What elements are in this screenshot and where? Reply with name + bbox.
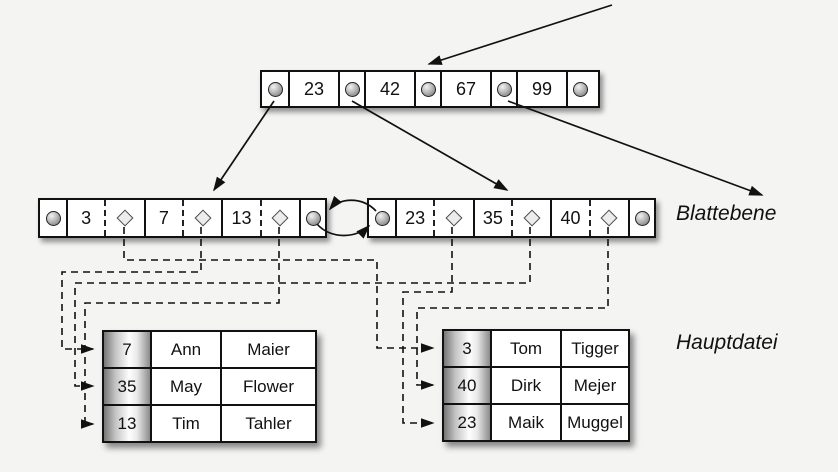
sibling-pointer-slot <box>369 200 395 236</box>
child-pointer-slot <box>414 72 440 106</box>
leaf-entry: 3 <box>66 200 144 236</box>
leaf-node-left: 3 7 13 <box>38 198 327 238</box>
record-pointer-slot <box>259 200 299 236</box>
table-row: 7 Ann Maier <box>104 332 315 367</box>
leaf-entry: 13 <box>221 200 299 236</box>
sibling-pointer-slot <box>628 200 654 236</box>
record-key: 7 <box>104 332 152 367</box>
main-file-label: Hauptdatei <box>676 331 778 354</box>
pointer-circle-icon <box>374 210 390 226</box>
leaf-node-right: 23 35 40 <box>367 198 656 238</box>
leaf-entry: 23 <box>395 200 473 236</box>
record-name: Dirk <box>492 368 562 403</box>
leaf-entry: 35 <box>472 200 551 236</box>
pointer-circle-icon <box>267 81 283 97</box>
record-key: 23 <box>444 405 492 440</box>
record-surname: Flower <box>242 376 294 396</box>
root-key: 99 <box>516 72 566 106</box>
child-pointer-slot <box>566 72 592 106</box>
record-pointer-diamond-icon <box>523 209 541 227</box>
record-pointer-slot <box>433 200 472 236</box>
leaf-key: 13 <box>231 207 252 228</box>
child-pointer-slot <box>490 72 516 106</box>
leaf-key: 40 <box>560 207 581 228</box>
record-table-left: 7 Ann Maier 35 May Flower 13 Tim Tahler <box>102 330 317 443</box>
child-pointer-slot <box>338 72 364 106</box>
record-pointer-slot <box>181 200 221 236</box>
record-pointer-diamond-icon <box>116 209 134 227</box>
record-surname: Maier <box>247 339 290 359</box>
pointer-circle-icon <box>45 210 61 226</box>
record-pointer-slot <box>104 200 143 236</box>
record-name: May <box>152 369 222 404</box>
leaf-key: 35 <box>482 207 503 228</box>
root-to-right-leaf-arrow <box>351 100 509 191</box>
root-to-left-leaf-arrow <box>213 100 275 192</box>
leaf-key: 3 <box>81 207 92 228</box>
pointer-circle-icon <box>305 210 321 226</box>
table-row: 40 Dirk Mejer <box>444 366 628 403</box>
record-pointer-slot <box>510 200 550 236</box>
record-key: 40 <box>444 368 492 403</box>
record-key: 3 <box>444 331 492 366</box>
record-pointer-slot <box>588 200 628 236</box>
root-to-next-leaf-arrow <box>507 100 764 196</box>
leaf-key: 7 <box>158 207 169 228</box>
record-pointer-diamond-icon <box>194 209 212 227</box>
record-pointer-diamond-icon <box>271 209 289 227</box>
pointer-circle-icon <box>572 81 588 97</box>
pointer-circle-icon <box>420 81 436 97</box>
table-row: 35 May Flower <box>104 367 315 404</box>
record-surname: Muggel <box>567 412 623 432</box>
record-name: Maik <box>492 405 562 440</box>
record-surname: Tigger <box>571 338 619 358</box>
record-name: Tim <box>152 406 222 441</box>
record-name: Ann <box>152 332 222 367</box>
record-surname: Mejer <box>573 375 617 395</box>
record-name: Tom <box>492 331 562 366</box>
pointer-circle-icon <box>496 81 512 97</box>
root-key: 23 <box>288 72 338 106</box>
incoming-root-arrow <box>427 4 613 65</box>
record-key: 13 <box>104 406 152 441</box>
record-table-right: 3 Tom Tigger 40 Dirk Mejer 23 Maik Mugge… <box>442 329 630 442</box>
record-key: 35 <box>104 369 152 404</box>
child-pointer-slot <box>262 72 288 106</box>
pointer-circle-icon <box>344 81 360 97</box>
table-row: 23 Maik Muggel <box>444 403 628 440</box>
record-surname: Tahler <box>245 413 292 433</box>
table-row: 3 Tom Tigger <box>444 331 628 366</box>
leaf-key: 23 <box>405 207 426 228</box>
sibling-pointer-slot <box>40 200 66 236</box>
leaf-entry: 7 <box>143 200 222 236</box>
root-key: 42 <box>364 72 414 106</box>
root-key: 67 <box>440 72 490 106</box>
leaf-level-label: Blattebene <box>676 202 777 225</box>
pointer-circle-icon <box>634 210 650 226</box>
sibling-pointer-slot <box>299 200 325 236</box>
table-row: 13 Tim Tahler <box>104 404 315 441</box>
btree-root-node: 23 42 67 99 <box>260 70 600 108</box>
record-pointer-diamond-icon <box>445 209 463 227</box>
leaf-entry: 40 <box>550 200 628 236</box>
record-pointer-diamond-icon <box>600 209 618 227</box>
